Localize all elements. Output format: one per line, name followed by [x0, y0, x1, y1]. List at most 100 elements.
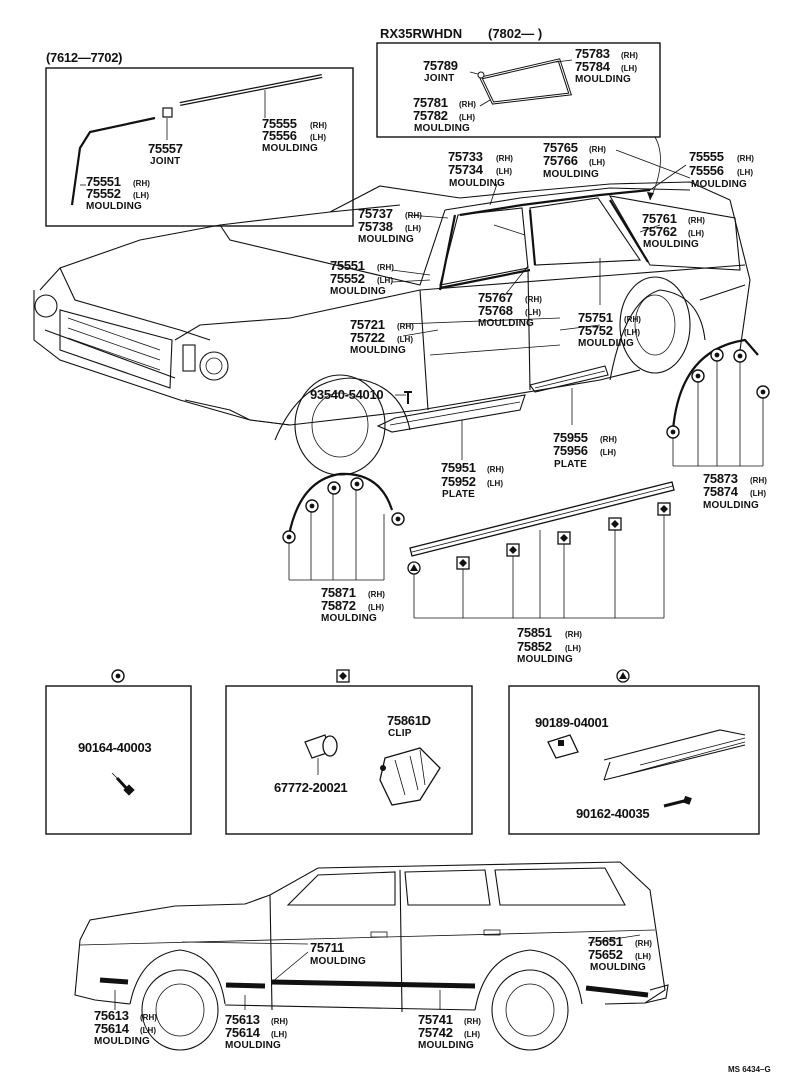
diamond-clip-icon [456, 556, 470, 570]
part-75861D: 75861D [387, 713, 431, 728]
svg-text:75952: 75952 [441, 474, 476, 489]
svg-text:75871: 75871 [321, 585, 356, 600]
svg-text:(RH): (RH) [635, 939, 652, 948]
inset-pointer-line [649, 136, 661, 201]
triangle-clip-icon [616, 669, 630, 683]
svg-text:MOULDING: MOULDING [478, 318, 534, 329]
svg-text:75555: 75555 [689, 149, 724, 164]
part-67772-20021: 67772-20021 [274, 780, 347, 795]
label-75557: 75557 JOINT [148, 141, 183, 167]
svg-text:75872: 75872 [321, 598, 356, 613]
svg-text:(LH): (LH) [589, 158, 605, 167]
svg-text:MOULDING: MOULDING [517, 654, 573, 665]
rear-wheel-arch-moulding [666, 338, 770, 467]
label-75555-main: 75555 (RH) 75556 (LH) MOULDING [689, 149, 754, 190]
svg-text:75762: 75762 [642, 224, 677, 239]
label-93540-54010: 93540-54010 [310, 387, 383, 402]
hood-line [39, 204, 401, 291]
label-75711: 75711 MOULDING [310, 940, 366, 967]
svg-text:(RH): (RH) [405, 211, 422, 220]
label-75955: 75955 (RH) 75956 (LH) PLATE [553, 430, 617, 470]
gear-clip-icon [710, 348, 724, 362]
windshield [329, 185, 461, 213]
svg-text:75556: 75556 [689, 163, 724, 178]
clip-icon [379, 747, 441, 806]
label-75721: 75721 (RH) 75722 (LH) MOULDING [350, 317, 414, 356]
side-moulding-strip [70, 116, 156, 206]
diamond-clip-icon [657, 502, 671, 516]
svg-text:(RH): (RH) [377, 263, 394, 272]
svg-text:75734: 75734 [448, 162, 484, 177]
svg-text:MOULDING: MOULDING [321, 613, 377, 624]
clip-word: CLIP [388, 728, 412, 739]
label-75733: 75733 (RH) 75734 (LH) MOULDING [448, 149, 513, 189]
svg-text:(LH): (LH) [140, 1026, 156, 1035]
svg-text:75765: 75765 [543, 140, 578, 155]
svg-text:75552: 75552 [330, 271, 365, 286]
wagon-rear-arch [474, 949, 583, 1011]
svg-text:75741: 75741 [418, 1012, 453, 1027]
svg-text:(LH): (LH) [525, 308, 541, 317]
joint-piece [162, 107, 173, 118]
svg-text:75721: 75721 [350, 317, 385, 332]
label-75951: 75951 (RH) 75952 (LH) PLATE [441, 460, 504, 500]
rear-window [529, 197, 642, 266]
svg-text:(LH): (LH) [459, 113, 475, 122]
svg-text:MOULDING: MOULDING [590, 962, 646, 973]
part-90189-04001: 90189-04001 [535, 715, 608, 730]
label-75555: 75555 (RH) 75556 (LH) MOULDING [262, 116, 327, 154]
svg-text:MOULDING: MOULDING [262, 143, 318, 154]
svg-text:(RH): (RH) [589, 145, 606, 154]
main-leader-lines [391, 149, 691, 460]
svg-text:(LH): (LH) [133, 191, 149, 200]
gear-clip-icon [756, 385, 770, 399]
inset-early-period: (7612—7702) [46, 50, 122, 65]
svg-text:MOULDING: MOULDING [449, 178, 505, 189]
svg-text:75767: 75767 [478, 290, 513, 305]
svg-text:75722: 75722 [350, 330, 385, 345]
svg-text:(RH): (RH) [621, 51, 638, 60]
svg-text:75873: 75873 [703, 471, 738, 486]
screw-icon [663, 795, 692, 808]
svg-text:(LH): (LH) [635, 952, 651, 961]
svg-text:75711: 75711 [310, 940, 344, 955]
svg-text:75784: 75784 [575, 59, 611, 74]
svg-text:PLATE: PLATE [442, 489, 475, 500]
triangle-clip-icon [407, 561, 421, 575]
svg-text:MOULDING: MOULDING [643, 239, 699, 250]
svg-text:MOULDING: MOULDING [358, 234, 414, 245]
gear-clip-icon [305, 499, 319, 513]
nut-icon [547, 734, 579, 759]
svg-text:75781: 75781 [413, 95, 448, 110]
svg-text:(LH): (LH) [688, 229, 704, 238]
svg-text:75956: 75956 [553, 443, 588, 458]
part-90164-40003: 90164-40003 [78, 740, 151, 755]
svg-text:75551: 75551 [86, 174, 121, 189]
svg-text:(RH): (RH) [397, 322, 414, 331]
label-75873: 75873 (RH) 75874 (LH) MOULDING [703, 471, 767, 511]
svg-text:75752: 75752 [578, 323, 613, 338]
wagon-side-drawing [74, 861, 669, 1051]
part-90162-40035: 90162-40035 [576, 806, 649, 821]
svg-text:(LH): (LH) [271, 1030, 287, 1039]
svg-text:(RH): (RH) [565, 630, 582, 639]
label-75871: 75871 (RH) 75872 (LH) MOULDING [321, 585, 385, 624]
svg-text:(LH): (LH) [565, 644, 581, 653]
label-75783: 75783 (RH) 75784 (LH) MOULDING [575, 46, 638, 85]
svg-text:JOINT: JOINT [150, 156, 180, 167]
svg-text:75555: 75555 [262, 116, 297, 131]
svg-text:75613: 75613 [225, 1012, 260, 1027]
rear-wheel-arch [609, 289, 706, 381]
fastener-box-gear: 90164-40003 [45, 669, 192, 835]
svg-text:75738: 75738 [358, 219, 393, 234]
label-75551-main: 75551 (RH) 75552 (LH) MOULDING [330, 258, 394, 297]
step-plate-rear [529, 365, 609, 393]
svg-text:(RH): (RH) [688, 216, 705, 225]
label-75765: 75765 (RH) 75766 (LH) MOULDING [543, 140, 606, 180]
front-window [439, 207, 529, 286]
joint-piece-late [477, 71, 485, 79]
svg-text:MOULDING: MOULDING [414, 123, 470, 134]
svg-text:(RH): (RH) [133, 179, 150, 188]
svg-text:75789: 75789 [423, 58, 458, 73]
gear-clip-icon [391, 512, 405, 526]
